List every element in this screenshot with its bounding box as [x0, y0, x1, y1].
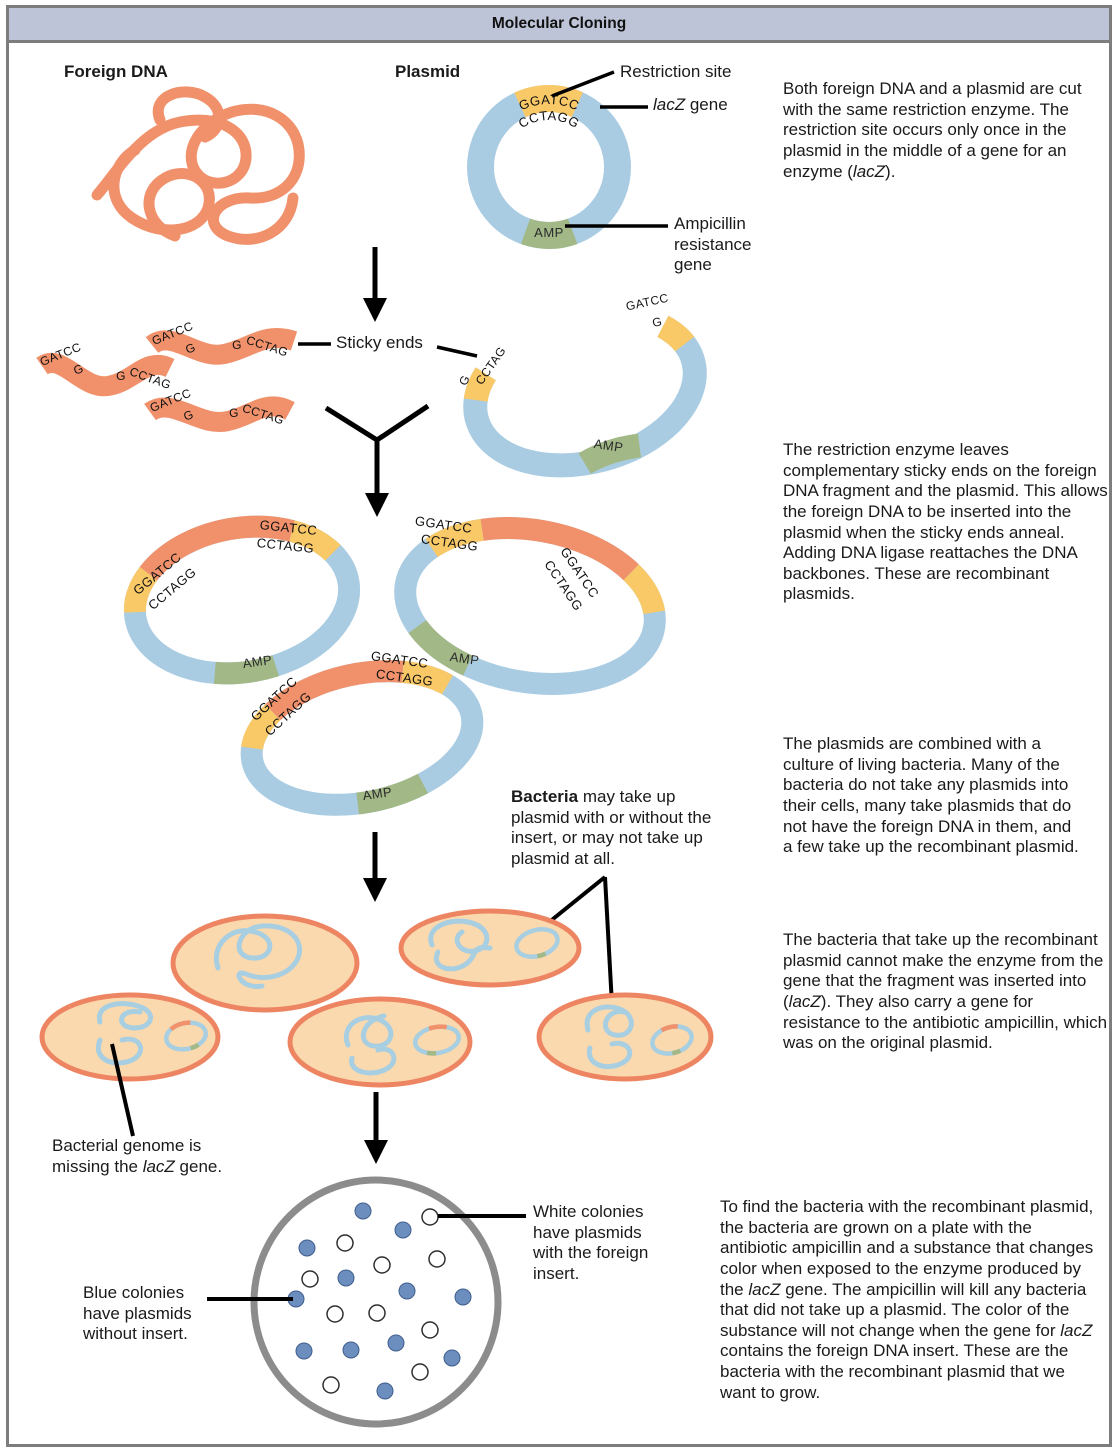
- paragraph-1: Both foreign DNA and a plasmid are cut w…: [783, 79, 1082, 181]
- restriction-sequence-top: GGATCC: [517, 92, 582, 113]
- bacterium-2: [398, 908, 582, 988]
- white-colonies-label: White colonies have plasmids with the fo…: [533, 1202, 649, 1283]
- white-colony: [326, 1305, 344, 1323]
- recombinant-plasmid-2: GGATCC CCTAGG GGATCC CCTAGG AMP: [394, 513, 666, 695]
- white-colony: [428, 1250, 446, 1268]
- svg-text:AMP: AMP: [362, 784, 393, 803]
- blue-colony: [298, 1239, 316, 1257]
- svg-text:G: G: [651, 314, 663, 330]
- svg-text:G: G: [183, 340, 197, 357]
- amp-gene-label: Ampicillin resistance gene: [674, 214, 752, 275]
- bacterium-4: [287, 996, 473, 1088]
- paragraph-4: The bacteria that take up the recombinan…: [783, 930, 1108, 1053]
- blue-colony: [342, 1341, 360, 1359]
- petri-dish: [207, 1176, 526, 1428]
- sticky-ends-label: Sticky ends: [336, 333, 423, 352]
- blue-colonies: [287, 1202, 472, 1400]
- down-arrow-1: [363, 247, 387, 322]
- blue-colony: [337, 1269, 355, 1287]
- recombinant-plasmid-1: GGATCC CCTAGG GGATCC CCTAGG AMP: [123, 515, 361, 685]
- svg-text:AMP: AMP: [593, 436, 624, 455]
- restriction-sequence-bottom: CCTAGG: [516, 108, 582, 131]
- paragraph-2: The restriction enzyme leaves complement…: [783, 440, 1108, 604]
- white-colony: [322, 1376, 340, 1394]
- blue-colony: [394, 1221, 412, 1239]
- svg-text:CCTAGG: CCTAGG: [256, 535, 315, 556]
- page-title: Molecular Cloning: [491, 15, 627, 32]
- svg-text:G: G: [181, 407, 195, 424]
- restriction-site-pointer-line: [551, 70, 615, 98]
- blue-colony: [295, 1342, 313, 1360]
- blue-colony: [387, 1334, 405, 1352]
- dna-fragment-1: GATCC G G CCTAG: [36, 340, 175, 397]
- foreign-dna-tangle: [91, 86, 305, 245]
- bacteria-note-pointer-2: [603, 876, 614, 1006]
- merge-arrow: [324, 403, 430, 517]
- plasmid-diagram: GGATCC CCTAGG AMP: [467, 70, 668, 249]
- dna-fragment-3: GATCC G G CCTAG: [144, 386, 295, 432]
- cut-plasmid-seq: GATCC: [625, 291, 670, 314]
- svg-text:G: G: [116, 369, 126, 383]
- sticky-ends-pointer-right: [436, 345, 478, 358]
- svg-text:GGATCC: GGATCC: [259, 517, 318, 538]
- blue-colony: [376, 1382, 394, 1400]
- paragraph-5: To find the bacteria with the recombinan…: [720, 1197, 1094, 1402]
- blue-colony: [443, 1349, 461, 1367]
- paragraph-3: The plasmids are combined with a culture…: [783, 734, 1079, 857]
- white-colony: [368, 1304, 386, 1322]
- bacterium-5: [536, 992, 714, 1082]
- down-arrow-3: [364, 1092, 388, 1164]
- white-colony: [336, 1234, 354, 1252]
- white-colonies: [301, 1208, 446, 1394]
- svg-text:AMP: AMP: [449, 649, 480, 668]
- blue-colonies-label: Blue colonies have plasmids without inse…: [83, 1283, 192, 1344]
- cut-plasmid: [463, 315, 707, 478]
- white-colony: [411, 1363, 429, 1381]
- title-bar: Molecular Cloning: [6, 5, 1112, 43]
- svg-text:G: G: [232, 338, 242, 352]
- blue-colony: [398, 1282, 416, 1300]
- white-colony: [301, 1270, 319, 1288]
- lacz-gene-label: lacZ gene: [653, 95, 728, 114]
- blue-colony: [454, 1288, 472, 1306]
- bacteria-note-pointer-1: [546, 875, 607, 925]
- white-colony: [421, 1208, 439, 1226]
- amp-segment-label: AMP: [534, 225, 564, 240]
- bacterial-genome-note: Bacterial genome is missing the lacZ gen…: [52, 1136, 223, 1176]
- svg-text:G: G: [229, 406, 239, 420]
- dna-fragment-2: GATCC G G CCTAG: [145, 319, 298, 365]
- white-colony: [373, 1256, 391, 1274]
- plasmid-label: Plasmid: [395, 62, 461, 81]
- bacteria-note: Bacteria may take up plasmid with or wit…: [511, 787, 712, 868]
- blue-colony: [354, 1202, 372, 1220]
- white-colony: [421, 1321, 439, 1339]
- restriction-site-label: Restriction site: [620, 62, 732, 81]
- svg-text:AMP: AMP: [242, 652, 273, 671]
- genome-note-pointer-line: [110, 1043, 135, 1137]
- bacterium-1: [170, 913, 360, 1013]
- svg-text:G: G: [71, 361, 85, 378]
- bacterium-3: [39, 992, 221, 1082]
- down-arrow-2: [363, 832, 387, 902]
- foreign-dna-label: Foreign DNA: [64, 62, 168, 81]
